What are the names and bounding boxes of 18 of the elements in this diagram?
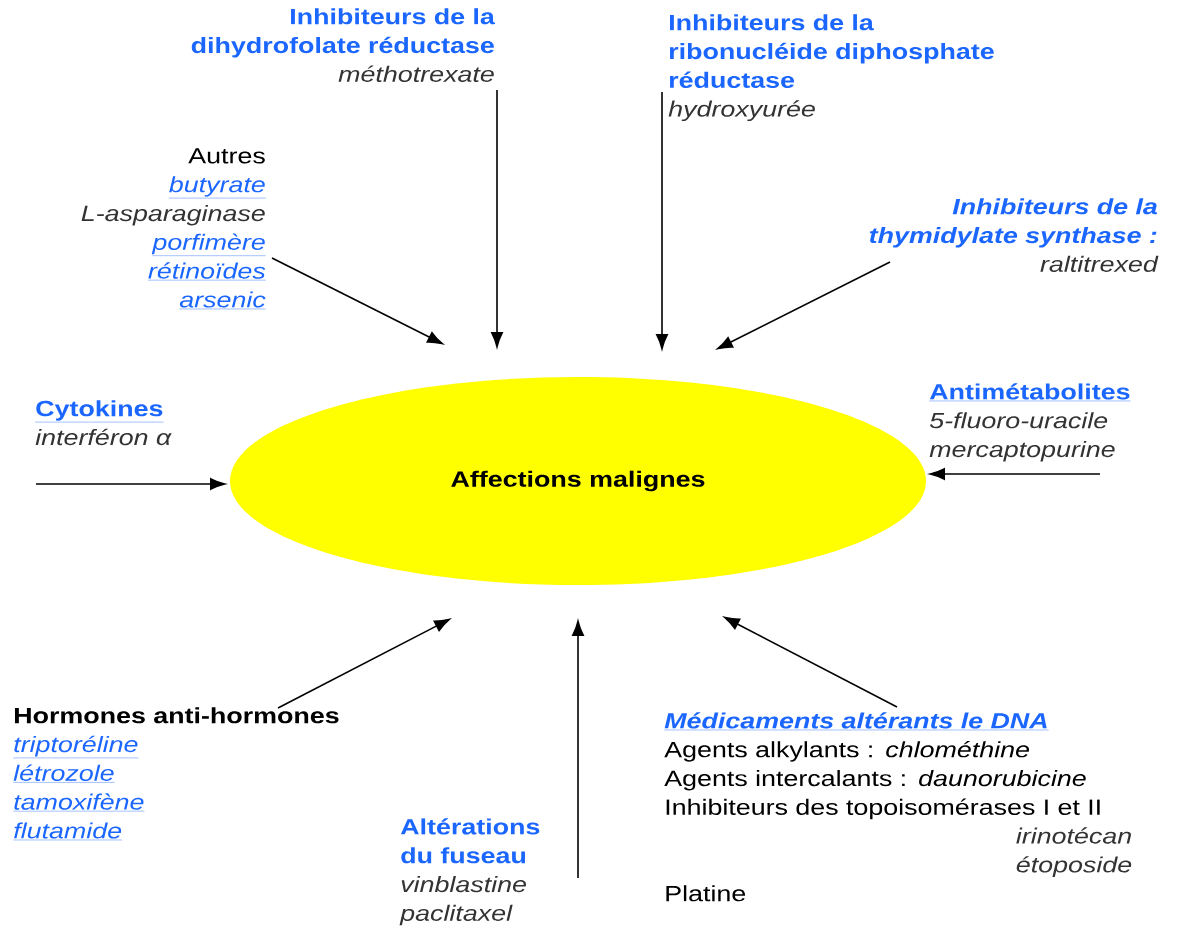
arrow — [717, 261, 891, 350]
drug-group-text: Médicaments altérants le DNA Agents alkylants : chlométhine Agents intercalants : daunorubicine Inhibiteurs des topoisomérases I et II irinotécan étoposide Platine — [664, 712, 1132, 902]
drug-group-text: Autres butyrate L-asparaginase porfimère rétinoïdes arsenic — [81, 148, 266, 310]
arrow — [724, 616, 898, 708]
drug-group-text: Altérations du fuseau vinblastine paclitaxel — [399, 818, 540, 926]
arrow — [656, 91, 668, 350]
arrow — [277, 618, 450, 709]
drug-group-text: Inhibiteurs de la ribonucléide diphosphate réductase hydroxyurée — [668, 14, 994, 122]
arrow — [491, 89, 503, 348]
arrow — [929, 468, 1101, 480]
drug-group-text: Inhibiteurs de la dihydrofolate réductase méthotrexate — [191, 8, 495, 82]
drug-group-text: Cytokines interféron α — [35, 400, 172, 446]
arrow — [35, 478, 226, 490]
drug-group-text: Hormones anti-hormones triptoréline létrozole tamoxifène flutamide — [13, 707, 339, 841]
drug-group-text: Inhibiteurs de la thymidylate synthase : raltitrexed — [869, 198, 1159, 272]
arrow — [572, 620, 584, 879]
arrow — [271, 257, 443, 345]
drug-group-text: Antimétabolites 5-fluoro-uracile mercaptopurine — [929, 383, 1131, 462]
